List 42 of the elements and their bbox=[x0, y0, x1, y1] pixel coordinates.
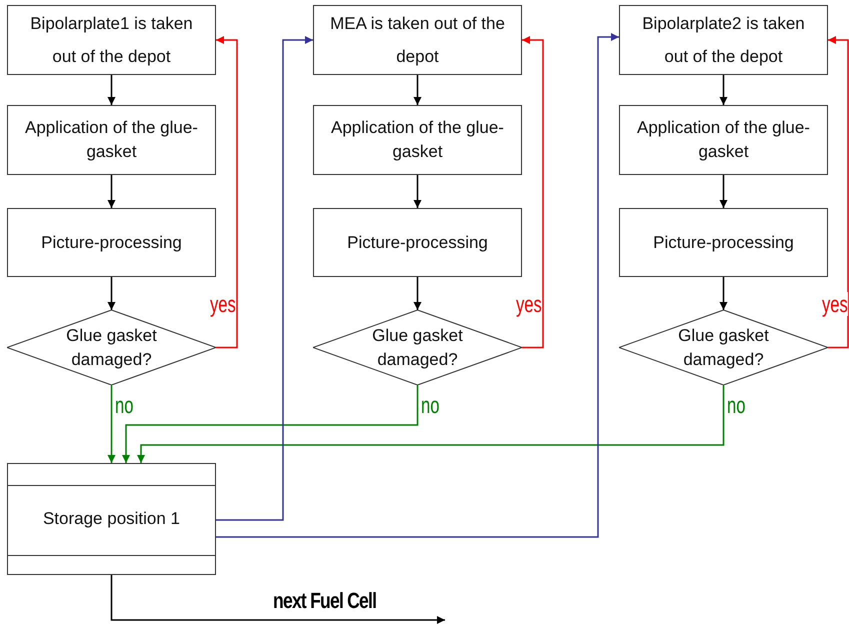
arrow bbox=[137, 385, 724, 463]
step-text: Picture-processing bbox=[41, 232, 182, 254]
arrow bbox=[720, 175, 728, 208]
decision-text: Glue gasket damaged? bbox=[65, 324, 158, 370]
step-text: Picture-processing bbox=[347, 232, 488, 254]
arrow bbox=[216, 33, 619, 538]
arrow bbox=[110, 575, 445, 624]
decision-text: Glue gasket damaged? bbox=[677, 324, 770, 370]
arrow bbox=[108, 75, 116, 105]
process-box bbox=[7, 105, 216, 175]
process-box bbox=[619, 208, 828, 277]
arrow bbox=[122, 385, 418, 463]
process-box bbox=[313, 5, 522, 75]
process-box bbox=[7, 208, 216, 277]
step-text: Storage position 1 bbox=[42, 508, 180, 530]
arrow bbox=[108, 175, 116, 208]
process-box bbox=[619, 5, 828, 75]
decision-text: Glue gasket damaged? bbox=[371, 324, 464, 370]
step-text: MEA is taken out of the depot bbox=[329, 13, 506, 68]
step-text: Picture-processing bbox=[653, 232, 794, 254]
process-box bbox=[7, 5, 216, 75]
step-text: Bipolarplate2 is taken out of the depot bbox=[641, 13, 806, 68]
arrow bbox=[414, 277, 422, 310]
edge-label: yes bbox=[822, 292, 848, 316]
arrow bbox=[216, 36, 238, 348]
arrow bbox=[522, 36, 544, 348]
arrow bbox=[720, 277, 728, 310]
arrow bbox=[828, 36, 849, 348]
process-box bbox=[7, 463, 216, 575]
arrow bbox=[414, 175, 422, 208]
arrow bbox=[216, 36, 313, 521]
arrow bbox=[108, 277, 116, 310]
arrow bbox=[414, 75, 422, 105]
step-text: Application of the glue-gasket bbox=[636, 117, 811, 163]
arrow bbox=[108, 385, 116, 463]
process-box bbox=[313, 105, 522, 175]
process-box bbox=[619, 105, 828, 175]
arrow bbox=[720, 75, 728, 105]
step-text: Application of the glue-gasket bbox=[24, 117, 199, 163]
step-text: Application of the glue-gasket bbox=[330, 117, 505, 163]
step-text: Bipolarplate1 is taken out of the depot bbox=[29, 13, 194, 68]
process-box bbox=[313, 208, 522, 277]
